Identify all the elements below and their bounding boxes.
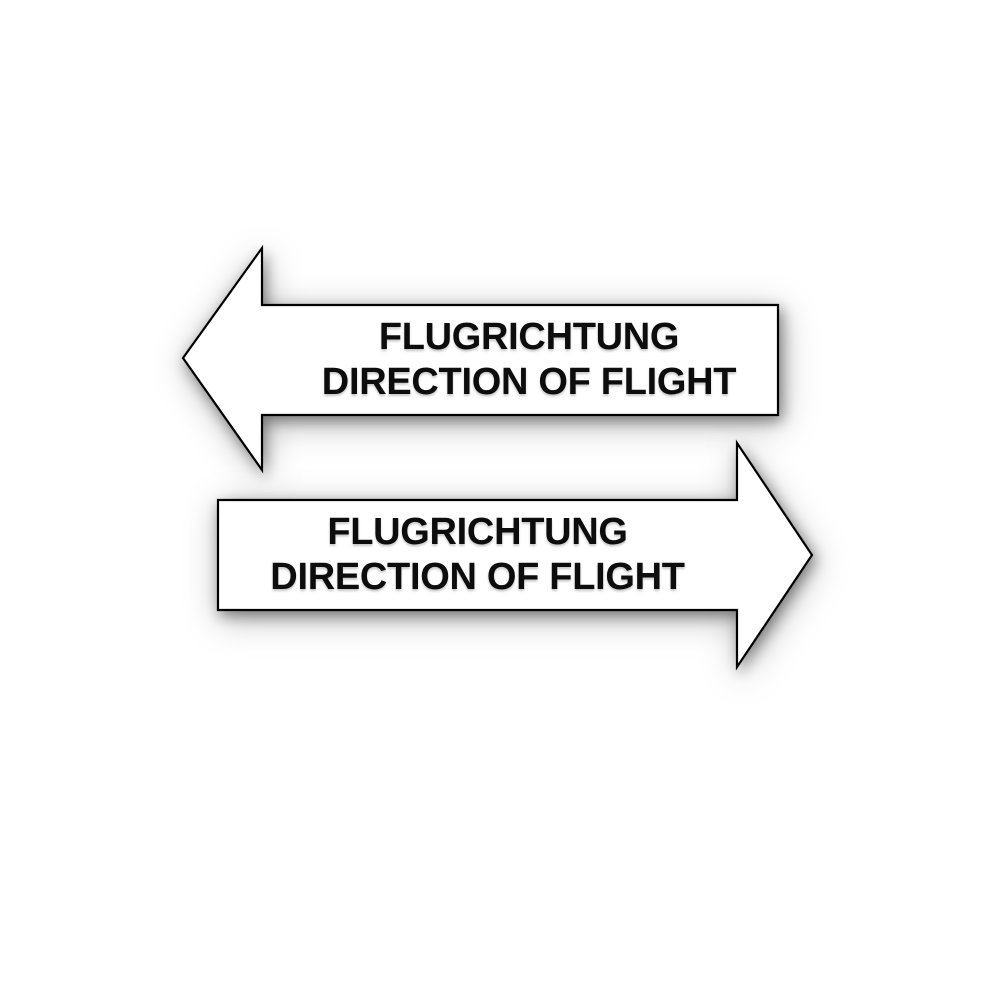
- right-arrow-graphic: [216, 439, 814, 671]
- flight-direction-arrow-right: [213, 438, 819, 674]
- right-arrow-shape: [216, 439, 814, 671]
- left-arrow-shape: [181, 244, 780, 474]
- flight-direction-arrow-left: [178, 243, 784, 475]
- left-arrow-graphic: [181, 244, 780, 474]
